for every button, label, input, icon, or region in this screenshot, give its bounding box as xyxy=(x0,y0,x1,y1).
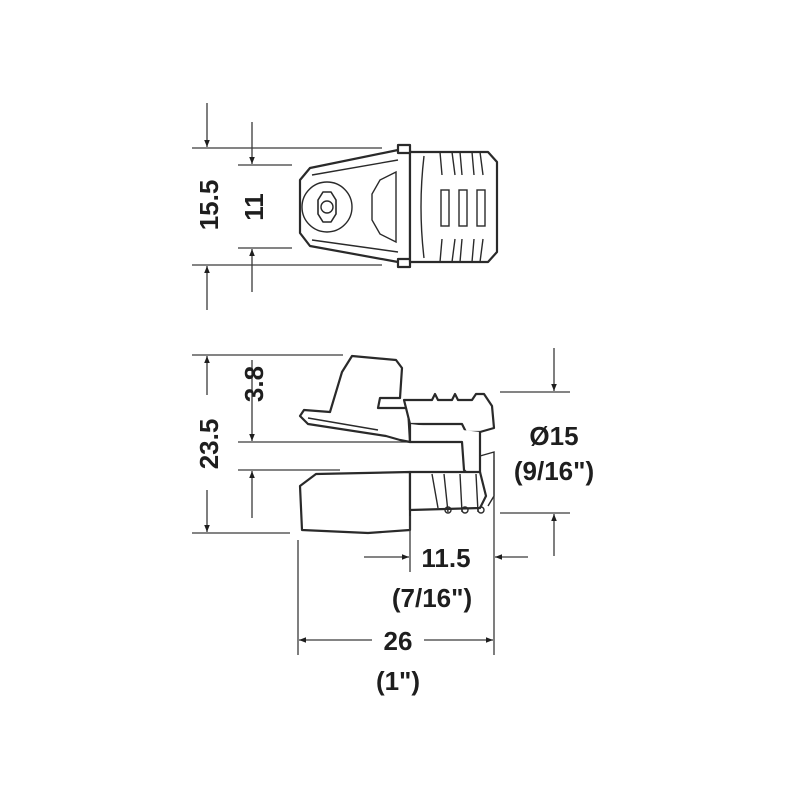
dim-label-11: 11 xyxy=(239,193,269,221)
side-view: 23.5 3.8 Ø15 (9/16") xyxy=(192,348,594,696)
dim-label-3-8: 3.8 xyxy=(239,366,269,402)
top-view: 15.5 11 xyxy=(192,103,499,310)
dim-label-26: 26 xyxy=(384,626,413,656)
connector-top-view-shape xyxy=(298,143,499,269)
dim-label-11-5: 11.5 xyxy=(421,543,470,573)
dim-label-15-5: 15.5 xyxy=(194,180,224,231)
dim-label-diameter-imperial: (9/16") xyxy=(514,456,594,486)
dim-label-diameter: Ø15 xyxy=(529,421,578,451)
dim-label-11-5-imperial: (7/16") xyxy=(392,583,472,613)
dim-label-23-5: 23.5 xyxy=(194,419,224,470)
dim-label-26-imperial: (1") xyxy=(376,666,420,696)
connector-side-view-shape xyxy=(298,354,496,535)
